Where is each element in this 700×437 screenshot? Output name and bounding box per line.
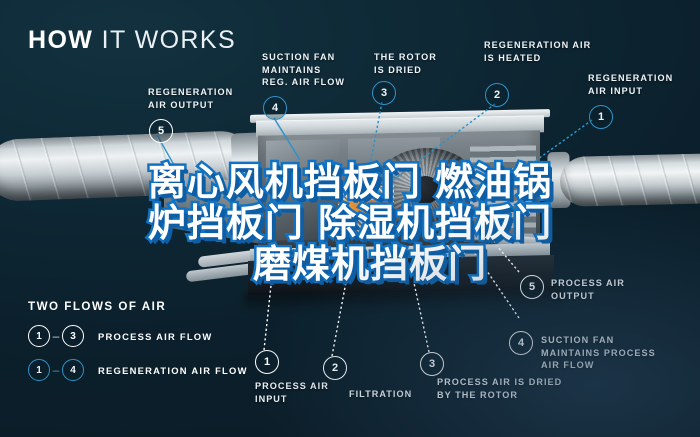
page-title-bold: HOW [28, 26, 94, 54]
leader-4-regen [273, 117, 301, 161]
callout-label-process-air-dried: PROCESS AIR IS DRIED BY THE ROTOR [437, 377, 563, 400]
callout-label-suction-fan-regen: SUCTION FAN MAINTAINS REG. AIR FLOW [262, 52, 346, 88]
callout-label-suction-fan-process: SUCTION FAN MAINTAINS PROCESS AIR FLOW [541, 335, 656, 371]
legend-dash-process: – [52, 329, 60, 343]
leader-1-regen-input [519, 119, 593, 173]
callout-marker-process-air-input[interactable]: 1 [255, 350, 279, 374]
callout-marker-filtration[interactable]: 2 [323, 356, 347, 380]
callout-label-process-air-input: PROCESS AIR INPUT [255, 381, 329, 404]
legend-label-process-air-flow: PROCESS AIR FLOW [98, 330, 213, 342]
legend-marker-regen-to: 4 [62, 359, 84, 381]
legend-title: TWO FLOWS OF AIR [28, 300, 167, 313]
callout-label-process-air-output: PROCESS AIR OUTPUT [551, 278, 625, 301]
callout-marker-regeneration-air-heated[interactable]: 2 [485, 83, 509, 107]
legend-marker-process-from: 1 [28, 325, 50, 347]
legend-row-process-air-flow[interactable]: 1 – 3 PROCESS AIR FLOW [28, 325, 248, 347]
legend-row-regeneration-air-flow[interactable]: 1 – 4 REGENERATION AIR FLOW [28, 359, 248, 381]
legend-label-regeneration-air-flow: REGENERATION AIR FLOW [98, 364, 248, 376]
page-title: HOW IT WORKS [28, 26, 236, 55]
callout-marker-process-air-dried[interactable]: 3 [420, 352, 444, 376]
callout-marker-regeneration-air-output[interactable]: 5 [149, 119, 173, 143]
callout-marker-regeneration-air-input[interactable]: 1 [589, 105, 613, 129]
callout-label-regeneration-air-input: REGENERATION AIR INPUT [588, 73, 674, 96]
leader-2-filtration [331, 281, 347, 357]
callout-label-regeneration-air-heated: REGENERATION AIR IS HEATED [484, 40, 592, 63]
legend: TWO FLOWS OF AIR 1 – 3 PROCESS AIR FLOW … [28, 300, 248, 393]
callout-marker-rotor-is-dried[interactable]: 3 [372, 81, 396, 105]
legend-dash-regen: – [52, 363, 60, 377]
leader-4-process-fan [473, 251, 520, 319]
leader-1-process-in [263, 275, 273, 351]
leader-3-rotor [367, 101, 383, 177]
leader-5-process-out [496, 245, 520, 273]
page-title-light: IT WORKS [101, 26, 237, 54]
legend-marker-regen-from: 1 [28, 359, 50, 381]
leader-2-heated [371, 103, 496, 197]
callout-label-filtration: FILTRATION [349, 389, 413, 399]
callout-label-regeneration-air-output: REGENERATION AIR OUTPUT [148, 87, 234, 110]
legend-marker-process-to: 3 [62, 325, 84, 347]
callout-marker-suction-fan-regen[interactable]: 4 [263, 96, 287, 120]
callout-marker-process-air-output[interactable]: 5 [520, 275, 544, 299]
callout-label-rotor-is-dried: THE ROTOR IS DRIED [374, 52, 437, 75]
leader-3-process-dried [413, 282, 430, 353]
callout-marker-suction-fan-process[interactable]: 4 [509, 331, 533, 355]
